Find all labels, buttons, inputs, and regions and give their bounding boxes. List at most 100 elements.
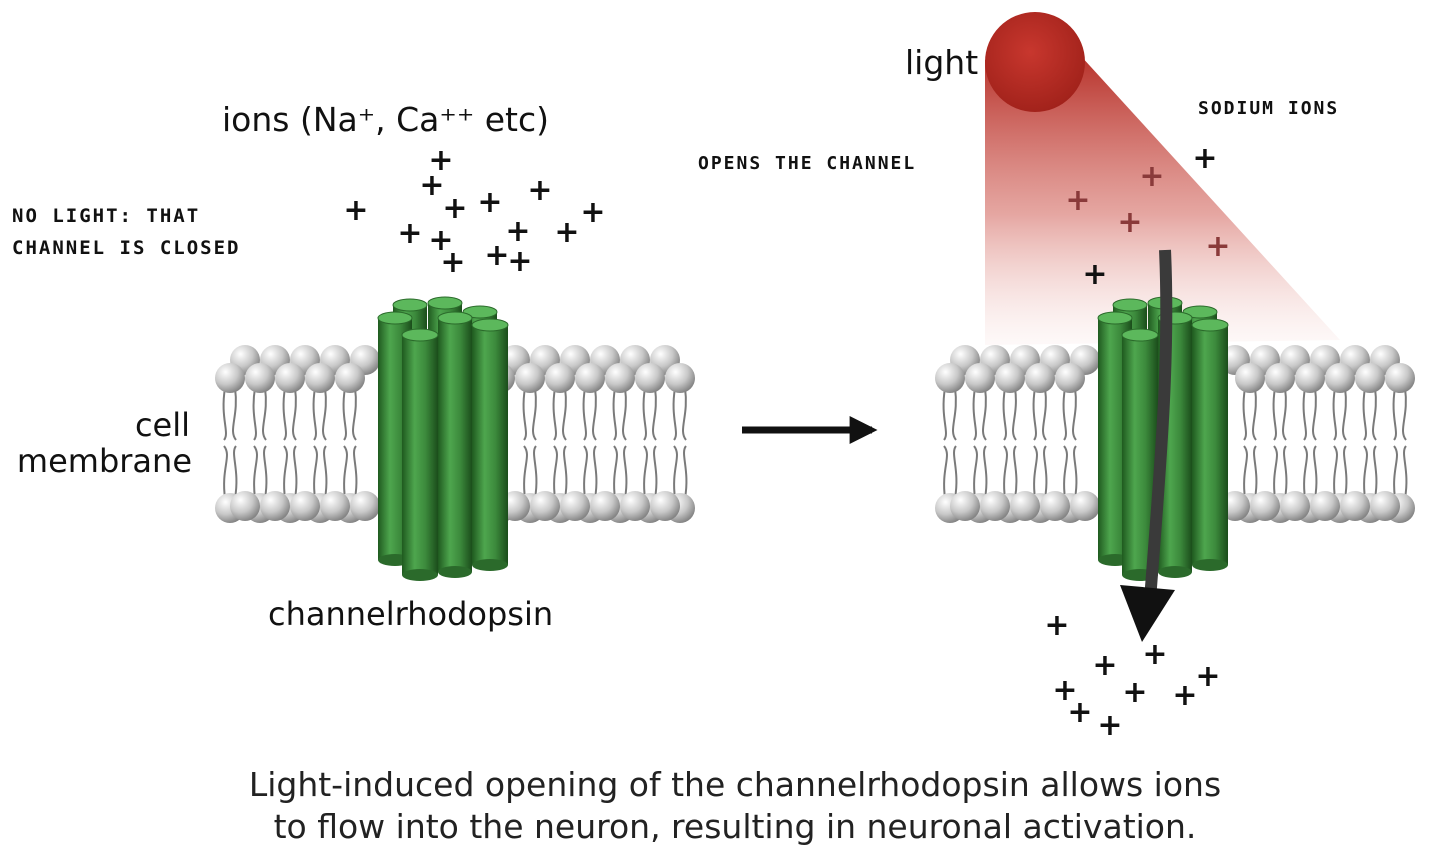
ion-plus-icon: +: [1092, 648, 1117, 683]
light-label: light: [905, 43, 978, 82]
lipid-tail: [942, 387, 958, 499]
light-beam: [985, 55, 1340, 345]
lipid-tail: [1062, 387, 1078, 499]
lipid-tail: [582, 387, 598, 499]
lipid-head: [1010, 491, 1040, 521]
ion-plus-icon: +: [1172, 678, 1197, 713]
lipid-head: [590, 491, 620, 521]
ion-plus-icon: +: [1052, 673, 1077, 708]
lipid-head: [260, 491, 290, 521]
ion-plus-icon: +: [477, 185, 502, 220]
lipid-tail: [282, 387, 298, 499]
ion-plus-icon: +: [527, 173, 552, 208]
lipid-head: [1295, 363, 1325, 393]
ions-outside-right: ++++++: [1065, 141, 1230, 292]
left-channelrhodopsin-closed: [377, 296, 509, 581]
channel-helix: [437, 311, 473, 578]
lipid-head: [245, 363, 275, 393]
ion-plus-icon: +: [1142, 637, 1167, 672]
ion-plus-icon: +: [1195, 659, 1220, 694]
lipid-head: [1055, 363, 1085, 393]
channel-helix: [471, 318, 509, 571]
lipid-head: [965, 363, 995, 393]
ions-inside-right: +++++++++: [1044, 608, 1220, 743]
ion-plus-icon: +: [1139, 159, 1164, 194]
lipid-head: [305, 363, 335, 393]
ion-plus-icon: +: [343, 193, 368, 228]
ion-plus-icon: +: [507, 244, 532, 279]
lipid-tail: [1332, 387, 1348, 499]
ion-plus-icon: +: [428, 223, 453, 258]
lipid-head: [635, 363, 665, 393]
lipid-tail: [312, 387, 328, 499]
ion-plus-icon: +: [1082, 257, 1107, 292]
lipid-head: [575, 363, 605, 393]
ion-flow-arrowhead-icon: [1120, 585, 1175, 642]
lipid-tail: [1002, 387, 1018, 499]
lipid-tail: [522, 387, 538, 499]
channel-helix: [1191, 318, 1229, 571]
lipid-head: [950, 491, 980, 521]
ion-plus-icon: +: [1065, 183, 1090, 218]
ions-outside-left: ++++++++++++++: [343, 143, 605, 280]
ion-plus-icon: +: [1192, 141, 1217, 176]
right-cell-membrane: [935, 345, 1415, 523]
lipid-tail: [1242, 387, 1258, 499]
lipid-head: [605, 363, 635, 393]
lipid-tail: [972, 387, 988, 499]
lipid-head: [650, 491, 680, 521]
lipid-head: [980, 491, 1010, 521]
lipid-head: [665, 363, 695, 393]
lipid-head: [1325, 363, 1355, 393]
no-light-label-line1: NO LIGHT: THAT: [12, 205, 200, 227]
membrane-label: membrane: [17, 442, 192, 480]
ion-plus-icon: +: [419, 168, 444, 203]
caption-line1: Light-induced opening of the channelrhod…: [249, 765, 1221, 804]
lipid-head: [530, 491, 560, 521]
lipid-tail: [672, 387, 688, 499]
ion-plus-icon: +: [484, 238, 509, 273]
no-light-label-line2: CHANNEL IS CLOSED: [12, 237, 240, 259]
lipid-head: [560, 491, 590, 521]
lipid-head: [1025, 363, 1055, 393]
light-source-icon: [985, 12, 1085, 112]
lipid-tail: [612, 387, 628, 499]
channel-helix: [401, 328, 439, 581]
ion-plus-icon: +: [505, 214, 530, 249]
lipid-head: [1340, 491, 1370, 521]
ions-label: ions (Na⁺, Ca⁺⁺ etc): [222, 100, 549, 139]
lipid-head: [320, 491, 350, 521]
ion-plus-icon: +: [1122, 675, 1147, 710]
lipid-tail: [1392, 387, 1408, 499]
lipid-head: [995, 363, 1025, 393]
lipid-head: [545, 363, 575, 393]
lipid-head: [1235, 363, 1265, 393]
lipid-head: [620, 491, 650, 521]
lipid-head: [1280, 491, 1310, 521]
lipid-head: [290, 491, 320, 521]
lipid-tail: [222, 387, 238, 499]
sodium-ions-label: SODIUM IONS: [1198, 98, 1339, 119]
opens-channel-label: OPENS THE CHANNEL: [698, 153, 916, 174]
ion-plus-icon: +: [1097, 708, 1122, 743]
caption-line2: to flow into the neuron, resulting in ne…: [274, 807, 1197, 846]
lipid-head: [1265, 363, 1295, 393]
ion-plus-icon: +: [1067, 695, 1092, 730]
ion-plus-icon: +: [1205, 229, 1230, 264]
lipid-head: [1355, 363, 1385, 393]
lipid-head: [1070, 491, 1100, 521]
ion-plus-icon: +: [397, 216, 422, 251]
ion-plus-icon: +: [554, 215, 579, 250]
lipid-head: [1370, 491, 1400, 521]
lipid-tail: [1302, 387, 1318, 499]
lipid-head: [275, 363, 305, 393]
lipid-head: [335, 363, 365, 393]
lipid-tail: [1032, 387, 1048, 499]
lipid-tail: [642, 387, 658, 499]
ion-plus-icon: +: [428, 143, 453, 178]
lipid-head: [350, 491, 380, 521]
cell-label: cell: [135, 406, 190, 444]
ion-flow-arrow-icon: [1144, 249, 1173, 601]
ion-plus-icon: +: [442, 191, 467, 226]
